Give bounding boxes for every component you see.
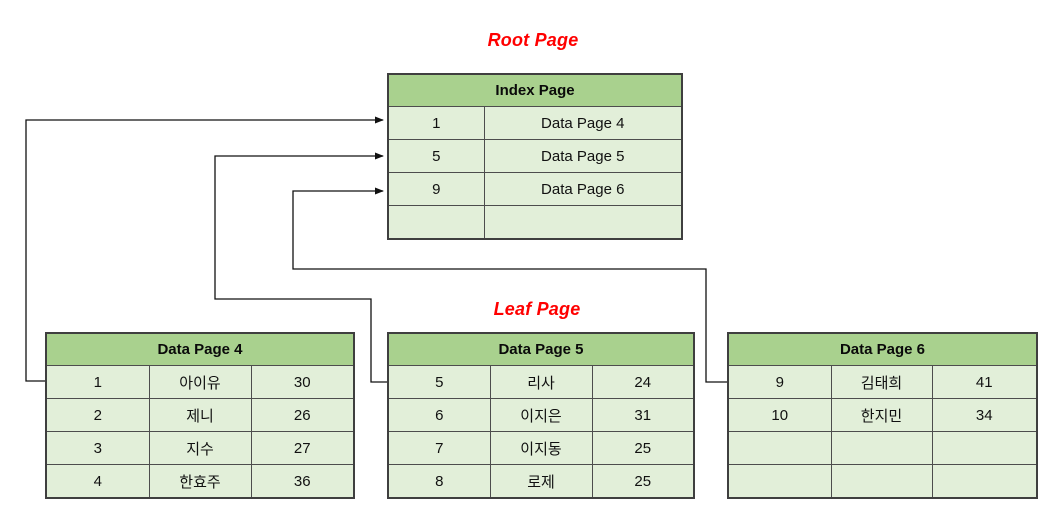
leaf-page-label: Leaf Page [493, 299, 581, 319]
table-row: 1 아이유 30 [45, 365, 355, 399]
table-row: 8 로제 25 [387, 464, 695, 499]
table-row [387, 205, 683, 240]
index-page-table: Index Page 1 Data Page 4 5 Data Page 5 9… [387, 73, 684, 240]
table-row: 5 리사 24 [387, 365, 695, 399]
index-pointer-cell: Data Page 6 [483, 172, 683, 206]
record-name-cell: 이지동 [489, 431, 593, 465]
data-page-6-table: Data Page 6 9 김태희 41 10 한지민 34 [727, 332, 1038, 499]
record-id-cell [727, 431, 832, 465]
record-name-cell: 아이유 [148, 365, 252, 399]
table-row: 1 Data Page 4 [387, 106, 683, 140]
table-row: 7 이지동 25 [387, 431, 695, 465]
record-age-cell: 41 [931, 365, 1038, 399]
index-key-cell: 5 [387, 139, 485, 173]
table-row: 2 제니 26 [45, 398, 355, 432]
table-row: 10 한지민 34 [727, 398, 1038, 432]
arrow-datapage5-to-index [214, 152, 387, 383]
root-page-label: Root Page [487, 30, 579, 50]
record-name-cell: 로제 [489, 464, 593, 499]
table-row: 9 Data Page 6 [387, 172, 683, 206]
table-row: 9 김태희 41 [727, 365, 1038, 399]
record-name-cell: 한지민 [830, 398, 933, 432]
table-row [727, 431, 1038, 465]
record-id-cell: 10 [727, 398, 832, 432]
data-page-6-title: Data Page 6 [727, 332, 1038, 366]
data-page-4-table: Data Page 4 1 아이유 30 2 제니 26 3 지수 27 4 한… [45, 332, 355, 499]
table-row: 3 지수 27 [45, 431, 355, 465]
table-row: 4 한효주 36 [45, 464, 355, 499]
record-age-cell: 25 [591, 431, 695, 465]
record-name-cell: 이지은 [489, 398, 593, 432]
record-age-cell: 25 [591, 464, 695, 499]
record-id-cell: 7 [387, 431, 491, 465]
record-name-cell: 김태희 [830, 365, 933, 399]
index-key-cell: 1 [387, 106, 485, 140]
record-age-cell [931, 431, 1038, 465]
record-name-cell [830, 464, 933, 499]
record-id-cell: 9 [727, 365, 832, 399]
data-page-4-title: Data Page 4 [45, 332, 355, 366]
data-page-5-title: Data Page 5 [387, 332, 695, 366]
record-age-cell: 36 [250, 464, 355, 499]
record-id-cell [727, 464, 832, 499]
index-key-cell [387, 205, 485, 240]
record-age-cell: 26 [250, 398, 355, 432]
record-id-cell: 8 [387, 464, 491, 499]
record-id-cell: 3 [45, 431, 150, 465]
record-age-cell [931, 464, 1038, 499]
table-row [727, 464, 1038, 499]
table-header-row: Data Page 6 [727, 332, 1038, 366]
record-name-cell [830, 431, 933, 465]
record-age-cell: 27 [250, 431, 355, 465]
record-id-cell: 5 [387, 365, 491, 399]
record-age-cell: 31 [591, 398, 695, 432]
index-page-title: Index Page [387, 73, 683, 107]
record-id-cell: 6 [387, 398, 491, 432]
table-header-row: Index Page [387, 73, 683, 107]
table-row: 5 Data Page 5 [387, 139, 683, 173]
record-age-cell: 24 [591, 365, 695, 399]
record-age-cell: 30 [250, 365, 355, 399]
arrow-datapage4-to-index [25, 116, 384, 382]
record-id-cell: 2 [45, 398, 150, 432]
data-page-5-table: Data Page 5 5 리사 24 6 이지은 31 7 이지동 25 8 … [387, 332, 695, 499]
record-id-cell: 4 [45, 464, 150, 499]
record-name-cell: 제니 [148, 398, 252, 432]
record-name-cell: 한효주 [148, 464, 252, 499]
index-pointer-cell [483, 205, 683, 240]
record-name-cell: 리사 [489, 365, 593, 399]
record-age-cell: 34 [931, 398, 1038, 432]
index-pointer-cell: Data Page 5 [483, 139, 683, 173]
table-header-row: Data Page 5 [387, 332, 695, 366]
table-row: 6 이지은 31 [387, 398, 695, 432]
table-header-row: Data Page 4 [45, 332, 355, 366]
index-pointer-cell: Data Page 4 [483, 106, 683, 140]
index-key-cell: 9 [387, 172, 485, 206]
arrow-datapage6-to-index [292, 187, 727, 383]
record-name-cell: 지수 [148, 431, 252, 465]
record-id-cell: 1 [45, 365, 150, 399]
